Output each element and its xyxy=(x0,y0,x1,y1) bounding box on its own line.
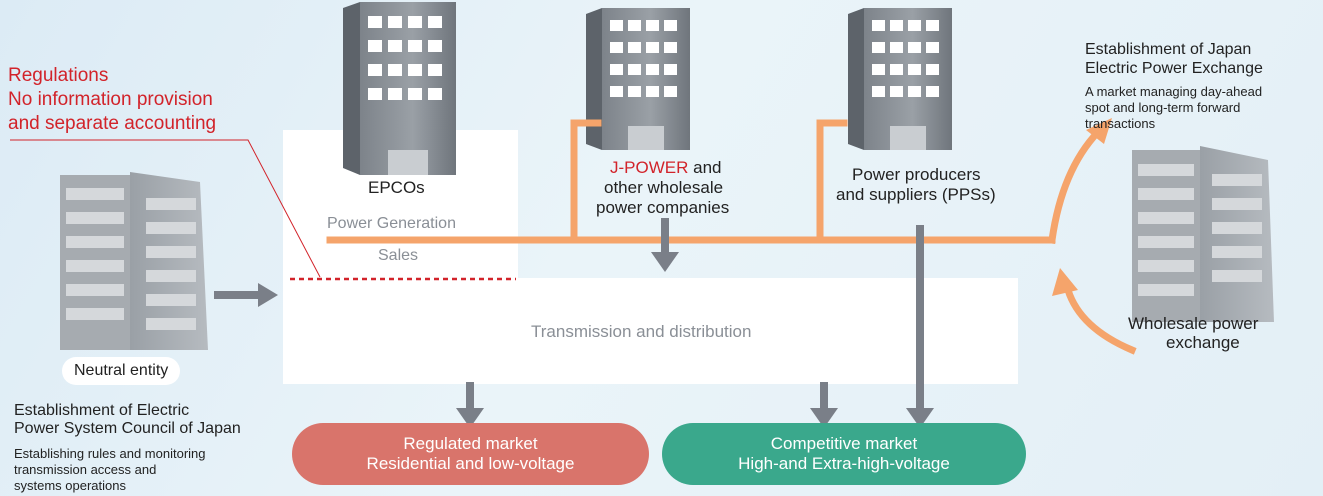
jepx-desc-line-1: A market managing day-ahead xyxy=(1085,84,1263,99)
jpower-label-line-2: other wholesale xyxy=(604,178,724,197)
exchange-label-line-2: exchange xyxy=(1166,333,1240,352)
power-flow-lines xyxy=(326,119,1137,355)
regulations-line-2: No information provision xyxy=(8,89,213,110)
transmission-label: Transmission and distribution xyxy=(531,322,752,341)
regulated-market-subtitle: Residential and low-voltage xyxy=(366,454,575,473)
jpower-and: and xyxy=(688,158,722,177)
regulation-leader-line xyxy=(10,139,321,278)
jpower-building-icon xyxy=(586,8,690,150)
council-title-line-2: Power System Council of Japan xyxy=(14,420,241,437)
regulated-market-title: Regulated market xyxy=(403,434,538,453)
council-desc-line-1: Establishing rules and monitoring xyxy=(14,446,206,461)
power-generation-label: Power Generation xyxy=(327,215,456,232)
gray-flow-arrows xyxy=(214,218,934,428)
exchange-up-arrowhead xyxy=(1086,118,1112,144)
pps-building-icon xyxy=(848,8,952,150)
sales-label: Sales xyxy=(378,247,419,264)
jepx-desc-line-2: spot and long-term forward xyxy=(1085,100,1241,115)
exchange-building-icon xyxy=(1132,146,1274,322)
jpower-label-line-3: power companies xyxy=(596,198,730,217)
jpower-label-line-1: J-POWER and xyxy=(610,158,721,178)
competitive-market-pill: Competitive market High-and Extra-high-v… xyxy=(662,423,1026,485)
pps-label-line-2: and suppliers (PPSs) xyxy=(836,185,996,204)
council-desc-line-2: transmission access and xyxy=(14,462,157,477)
council-title-line-1: Establishment of Electric xyxy=(14,402,190,419)
epco-building-icon xyxy=(343,2,456,175)
jpower-brand: J-POWER xyxy=(610,158,689,177)
regulations-line-3: and separate accounting xyxy=(8,113,217,134)
competitive-market-title: Competitive market xyxy=(770,434,918,453)
neutral-entity-building-icon xyxy=(60,172,208,350)
exchange-label-line-1: Wholesale power xyxy=(1128,314,1259,333)
epco-label: EPCOs xyxy=(368,178,425,197)
jepx-title-line-2: Electric Power Exchange xyxy=(1085,60,1263,77)
competitive-market-subtitle: High-and Extra-high-voltage xyxy=(738,454,950,473)
regulated-market-pill: Regulated market Residential and low-vol… xyxy=(292,423,649,485)
council-desc-line-3: systems operations xyxy=(14,478,126,493)
regulations-heading: Regulations xyxy=(8,65,109,86)
exchange-return-arrowhead xyxy=(1052,268,1078,296)
neutral-entity-badge: Neutral entity xyxy=(62,357,181,385)
transmission-box xyxy=(283,278,1018,384)
pps-label-line-1: Power producers xyxy=(852,165,981,184)
jepx-desc-line-3: transactions xyxy=(1085,116,1156,131)
jepx-title-line-1: Establishment of Japan xyxy=(1085,41,1252,58)
